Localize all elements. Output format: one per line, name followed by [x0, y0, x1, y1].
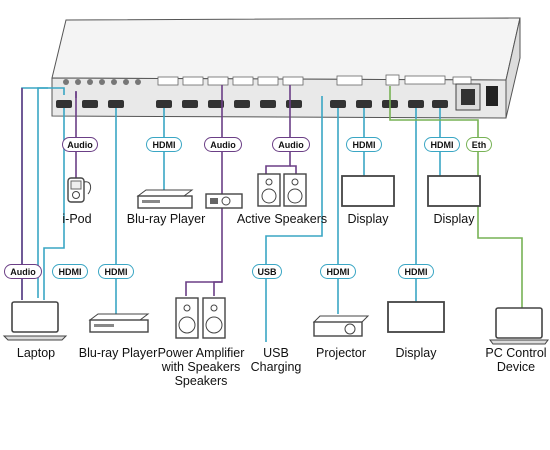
hdmi-tag-bluray-bottom: HDMI [98, 264, 134, 279]
label-bluray-bottom: Blu-ray Player [78, 346, 158, 360]
switcher-unit [51, 17, 521, 119]
pc-icon [489, 307, 549, 345]
label-ipod: i-Pod [62, 212, 92, 226]
speaker-icon [257, 173, 307, 207]
laptop-icon [2, 301, 68, 341]
audio-tag-speakers: Audio [272, 137, 310, 152]
label-active-speakers: Active Speakers [236, 212, 328, 226]
label-bluray-top: Blu-ray Player [126, 212, 206, 226]
hdmi-tag-display-1: HDMI [346, 137, 382, 152]
label-display-3: Display [395, 346, 437, 360]
speaker-icon [175, 297, 226, 339]
hdmi-tag-projector: HDMI [320, 264, 356, 279]
audio-tag-ipod: Audio [62, 137, 98, 152]
usb-tag: USB [252, 264, 282, 279]
projector-icon [312, 315, 370, 337]
label-projector: Projector [315, 346, 367, 360]
bluray-player-icon [88, 313, 150, 333]
hdmi-tag-display-3: HDMI [398, 264, 434, 279]
ipod-icon [67, 177, 92, 203]
label-laptop: Laptop [16, 346, 56, 360]
eth-tag: Eth [466, 137, 492, 152]
label-usb-charging: USB Charging [250, 346, 302, 374]
label-pc-control: PC Control Device [485, 346, 547, 374]
hdmi-tag-laptop: HDMI [52, 264, 88, 279]
audio-receiver-icon [205, 193, 243, 209]
hdmi-tag-bluray-top: HDMI [146, 137, 182, 152]
audio-tag-laptop: Audio [4, 264, 42, 279]
label-display-1: Display [347, 212, 389, 226]
display-icon [341, 175, 481, 333]
label-power-amp: Power Amplifier with Speakers Speakers [157, 346, 245, 388]
bluray-player-icon [136, 189, 194, 209]
audio-tag-receiver: Audio [204, 137, 242, 152]
hdmi-tag-display-2: HDMI [424, 137, 460, 152]
label-display-2: Display [433, 212, 475, 226]
